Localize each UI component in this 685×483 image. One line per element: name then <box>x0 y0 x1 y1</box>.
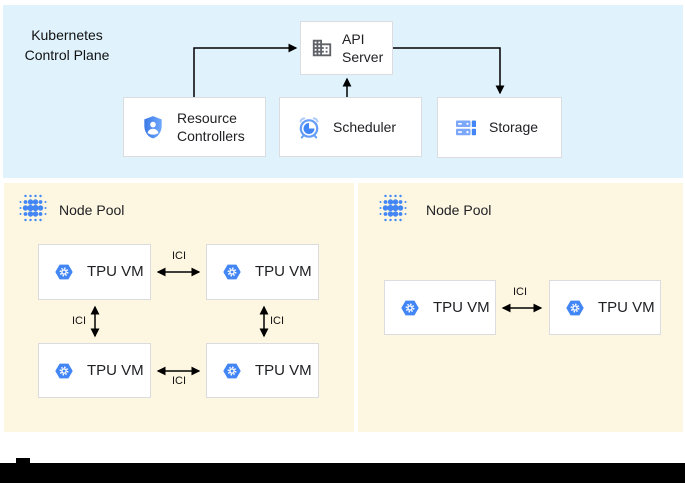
node-pool-label-left: Node Pool <box>59 202 125 218</box>
tpu-vm-node: TPU VM <box>384 280 496 335</box>
dot-grid-icon <box>17 192 49 224</box>
dot-grid-icon <box>377 192 409 224</box>
storage-label: Storage <box>489 119 539 136</box>
player-bar[interactable] <box>0 463 685 483</box>
tpu-hexagon-icon <box>53 261 75 283</box>
node-pool-label-right: Node Pool <box>426 202 492 218</box>
tpu-vm-node: TPU VM <box>206 244 319 300</box>
tpu-vm-label: TPU VM <box>433 298 490 316</box>
scheduler-node: Scheduler <box>279 97 422 157</box>
tpu-vm-label: TPU VM <box>598 298 655 316</box>
tpu-vm-label: TPU VM <box>255 263 312 281</box>
tpu-vm-node: TPU VM <box>206 343 319 398</box>
tpu-hexagon-icon <box>221 261 243 283</box>
building-icon <box>311 37 333 59</box>
api-server-label: API Server <box>342 30 384 65</box>
tpu-hexagon-icon <box>221 360 243 382</box>
tpu-hexagon-icon <box>399 297 421 319</box>
alarm-clock-icon <box>296 114 322 140</box>
ici-label: ICI <box>171 375 187 387</box>
ici-label: ICI <box>171 250 187 262</box>
api-server-node: API Server <box>300 21 393 75</box>
storage-node: Storage <box>437 97 562 158</box>
tpu-hexagon-icon <box>53 360 75 382</box>
tpu-vm-node: TPU VM <box>38 343 151 398</box>
server-stack-icon <box>454 116 478 140</box>
ici-label: ICI <box>270 315 285 327</box>
scheduler-label: Scheduler <box>333 118 397 135</box>
ici-label: ICI <box>512 286 528 298</box>
tpu-hexagon-icon <box>564 297 586 319</box>
ici-label: ICI <box>71 315 86 327</box>
tpu-vm-node: TPU VM <box>38 244 151 300</box>
tpu-vm-label: TPU VM <box>255 361 312 379</box>
player-marker <box>16 458 30 464</box>
resource-controllers-label: Resource Controllers <box>177 109 245 144</box>
tpu-vm-label: TPU VM <box>87 263 144 281</box>
resource-controllers-node: Resource Controllers <box>123 97 266 157</box>
control-plane-title: Kubernetes Control Plane <box>24 27 110 64</box>
tpu-vm-node: TPU VM <box>549 280 661 335</box>
shield-user-icon <box>140 114 166 140</box>
tpu-vm-label: TPU VM <box>87 361 144 379</box>
